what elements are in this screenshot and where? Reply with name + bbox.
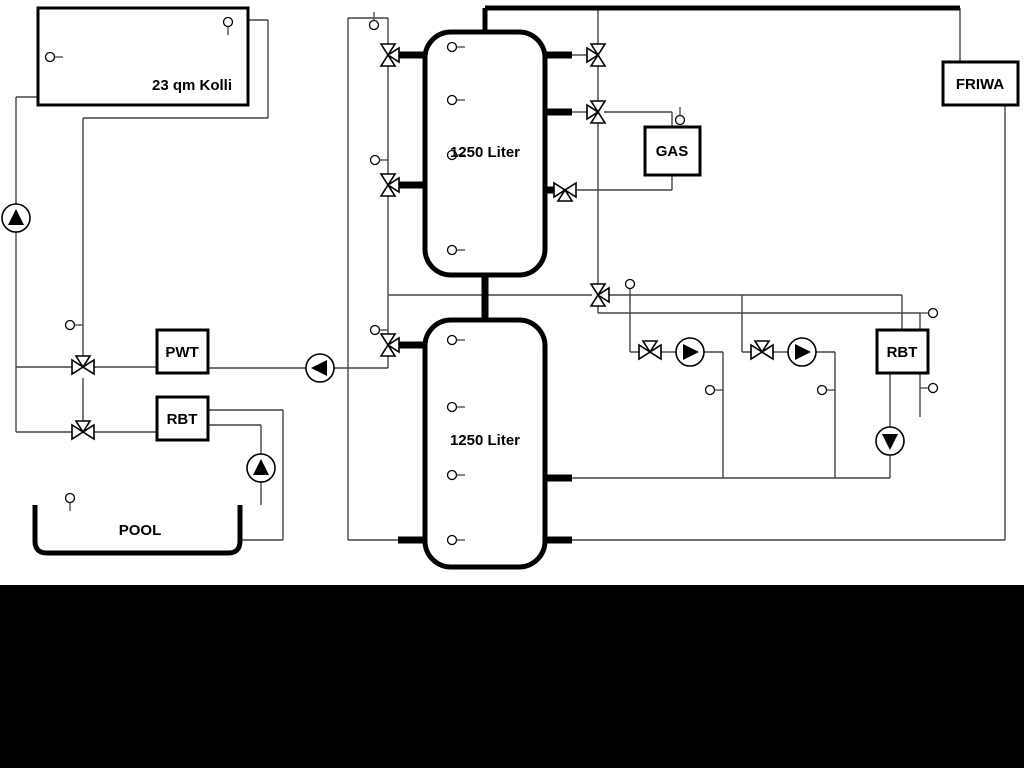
three-way-valve-hot-supply-upper [586, 43, 606, 67]
rbt-left-label: RBT [167, 411, 198, 428]
pump-solar-icon [1, 203, 31, 233]
hydraulic-scheme-canvas: 23 qm Kolli 1250 Liter 1250 Liter GAS FR… [0, 0, 1024, 585]
pipe-network [15, 8, 1006, 541]
pwt-label: PWT [165, 344, 198, 361]
tank-bottom-label: 1250 Liter [450, 432, 520, 449]
main-flow-pipes [398, 5, 960, 544]
three-way-valve-tank-bottom [380, 333, 400, 357]
pool-label: POOL [119, 522, 162, 539]
three-way-valve-heating-circuit-2 [750, 340, 774, 360]
hydraulic-scheme: 23 qm Kolli 1250 Liter 1250 Liter GAS FR… [1, 5, 1020, 570]
three-way-valve-gas-supply [586, 100, 606, 124]
sensor-charge-line-low-icon [369, 324, 389, 336]
gas-label: GAS [656, 143, 689, 160]
sensor-charge-line-top-icon [368, 11, 380, 31]
sensor-charge-line-mid-icon [369, 154, 389, 166]
pump-heating-circuit-2-icon [787, 337, 817, 367]
rbt-right-box [875, 328, 930, 375]
pool-basin [32, 505, 243, 556]
sensor-solar-return-icon [64, 319, 84, 331]
pwt-heat-exchanger-box [155, 328, 210, 375]
gas-boiler-box [643, 125, 702, 177]
buffer-tank-top [422, 29, 548, 278]
friwa-box [941, 60, 1020, 107]
three-way-valve-tank-top-lower [380, 173, 400, 197]
pump-rbt-right-icon [875, 426, 905, 456]
three-way-valve-tank-top-upper [380, 43, 400, 67]
pump-pwt-charge-icon [305, 353, 335, 383]
sensor-gas-supply-icon [674, 106, 686, 126]
three-way-valve-gas-return [553, 182, 577, 202]
three-way-valve-rbt-primary [71, 420, 95, 440]
buffer-tank-bottom [422, 317, 548, 570]
solar-collector-box [36, 6, 250, 107]
friwa-label: FRIWA [956, 76, 1004, 93]
sensor-circuit-1-icon [704, 384, 724, 396]
sensor-pool-icon [64, 492, 76, 512]
three-way-valve-heating-circuit-1 [638, 340, 662, 360]
pump-heating-circuit-1-icon [675, 337, 705, 367]
three-way-valve-pwt-primary [71, 355, 95, 375]
bottom-black-bar [0, 585, 1024, 768]
sensor-circuit-2-icon [816, 384, 836, 396]
rbt-right-label: RBT [887, 344, 918, 361]
collector-label: 23 qm Kolli [152, 77, 232, 94]
rbt-left-box [155, 395, 210, 442]
three-way-valve-heating-header [590, 283, 610, 307]
pump-pool-icon [246, 453, 276, 483]
sensor-rbt-right-top-icon [919, 307, 939, 319]
sensor-rbt-right-bottom-icon [919, 382, 939, 394]
tank-top-label: 1250 Liter [450, 144, 520, 161]
